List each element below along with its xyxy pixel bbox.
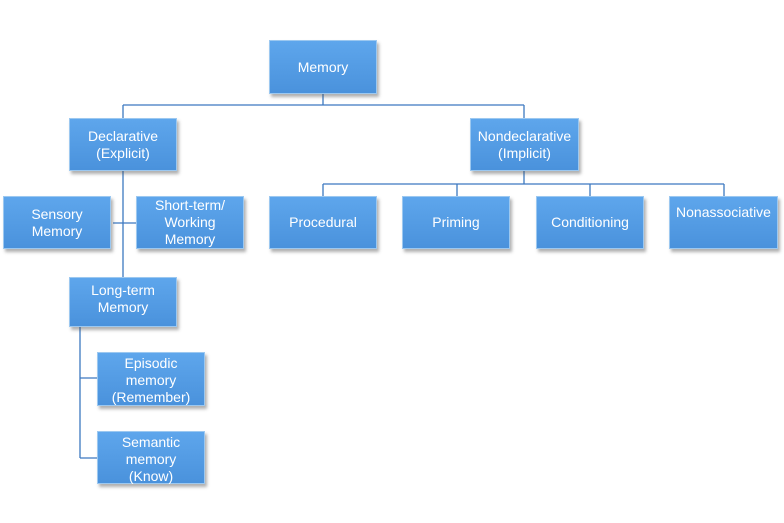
node-label: Long-term Memory [91,282,155,316]
node-long-term-memory: Long-term Memory [69,277,177,327]
node-label: Procedural [289,214,357,231]
node-episodic-memory: Episodic memory (Remember) [97,352,205,406]
node-label: Memory [298,59,349,76]
node-label: Conditioning [551,214,629,231]
node-label: Priming [432,214,479,231]
node-conditioning: Conditioning [536,196,644,249]
node-label: Declarative (Explicit) [88,128,158,162]
node-label: Episodic memory (Remember) [112,355,191,406]
node-declarative: Declarative (Explicit) [69,118,177,171]
node-priming: Priming [402,196,510,249]
node-label: Nondeclarative (Implicit) [478,128,571,162]
node-nonassociative: Nonassociative [669,196,778,249]
node-nondeclarative: Nondeclarative (Implicit) [470,118,579,171]
node-semantic-memory: Semantic memory (Know) [97,431,205,484]
node-label: Nonassociative [676,204,771,221]
node-memory: Memory [269,40,377,94]
node-label: Semantic memory (Know) [122,434,180,485]
node-label: Sensory Memory [31,206,82,240]
node-label: Short-term/ Working Memory [155,197,225,248]
node-procedural: Procedural [269,196,377,249]
node-short-term-memory: Short-term/ Working Memory [136,196,244,249]
node-sensory-memory: Sensory Memory [3,196,111,249]
